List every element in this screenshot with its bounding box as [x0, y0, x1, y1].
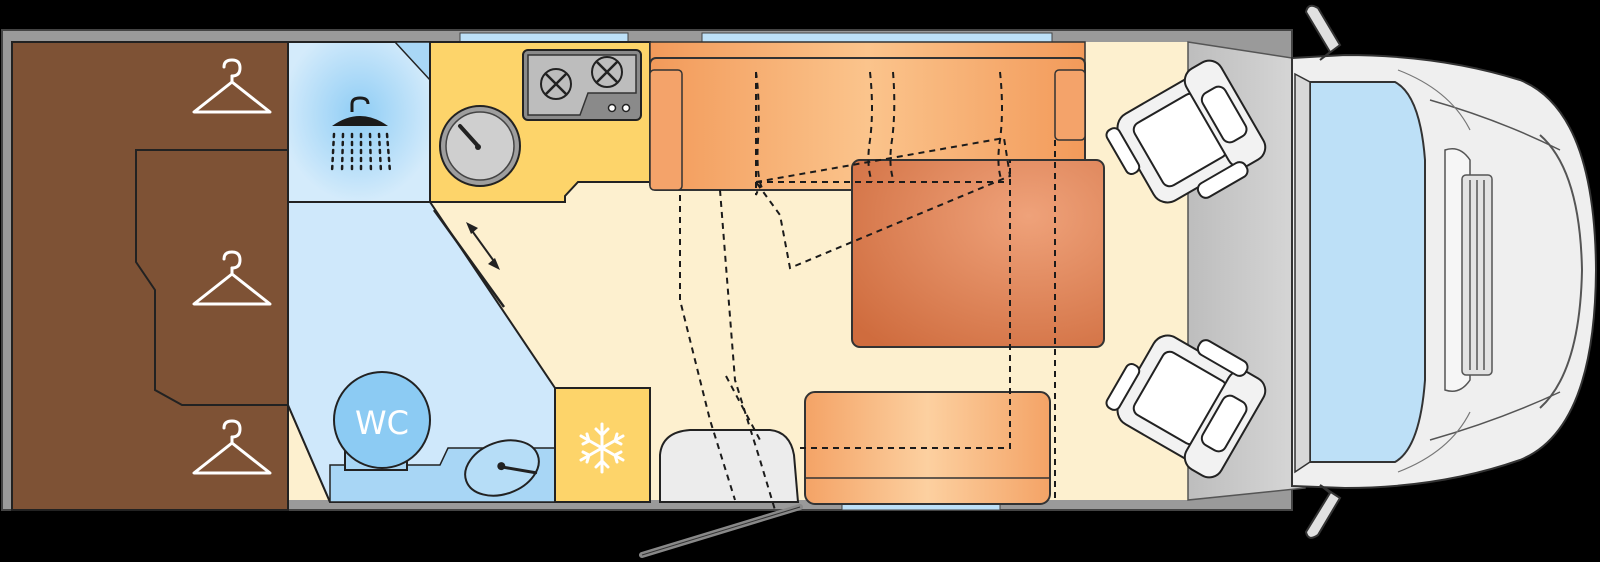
toilet-icon [333, 371, 431, 471]
bonnet-contour-top [1397, 69, 1471, 131]
fridge [554, 387, 651, 503]
bathroom-sink-icon [464, 439, 540, 497]
bench-lower [804, 391, 1051, 505]
gas-burner-icon [522, 49, 642, 121]
bench-armrest-right [1054, 69, 1086, 141]
wc-label: WC [355, 404, 409, 442]
mirror-left [1304, 4, 1342, 61]
bonnet-line-top [1429, 99, 1561, 151]
bonnet-line-bottom [1429, 391, 1561, 441]
bed-conversion-outline [679, 71, 1056, 511]
front-bumper [1539, 134, 1584, 409]
shower-icon [330, 96, 392, 174]
passenger-seat [1105, 334, 1267, 479]
mirror-right [1304, 484, 1342, 539]
window-top-right [701, 32, 1053, 43]
dashboard [1294, 72, 1311, 474]
windshield [1309, 81, 1426, 463]
snowflake-icon [579, 422, 625, 474]
hanger-icon [192, 250, 272, 306]
window-top-left [459, 32, 629, 43]
entrance-step [659, 429, 800, 503]
bonnet-contour-bottom [1397, 411, 1471, 473]
kitchen-sink-icon [439, 105, 521, 187]
front-grille [1461, 174, 1493, 376]
dinette-table [851, 159, 1105, 348]
hanger-icon [192, 419, 272, 475]
bench-armrest-left [649, 69, 683, 191]
driver-seat [1105, 59, 1267, 204]
wardrobe-divider [135, 149, 288, 406]
wardrobe-area [11, 41, 289, 511]
hanger-icon [192, 58, 272, 114]
double-arrow-icon [466, 222, 500, 270]
sliding-door [432, 209, 506, 308]
entrance-door-edge [641, 506, 801, 556]
